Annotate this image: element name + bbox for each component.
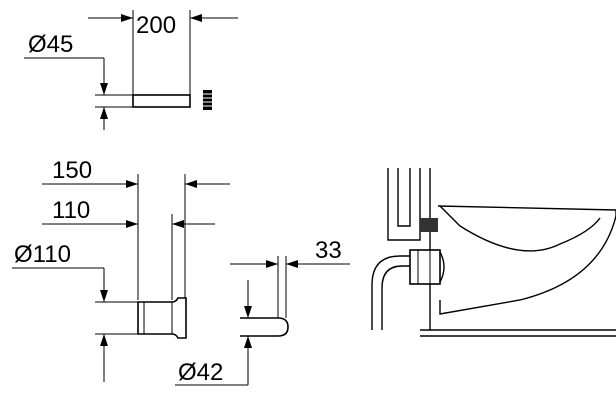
- dim-outer-length: 150: [52, 157, 92, 184]
- insert-group: 33 Ø42: [175, 237, 350, 386]
- pipe-sleeve: [137, 297, 187, 339]
- dim-insert-depth: 33: [315, 237, 342, 264]
- dim-pipe-diameter-large: Ø110: [14, 241, 71, 268]
- pipe-connector: [409, 249, 441, 285]
- drain-insert: [240, 317, 289, 337]
- dim-pipe-diameter-small: Ø45: [28, 31, 73, 58]
- short-pipe: [132, 94, 191, 108]
- dim-inner-length: 110: [52, 197, 90, 224]
- sleeve-group: 150 110 Ø110: [12, 157, 230, 382]
- seal-block: [420, 218, 438, 232]
- toilet-assembly: [371, 168, 616, 337]
- small-pipe-group: 200 Ø45: [24, 10, 238, 130]
- dim-insert-diameter: Ø42: [178, 359, 223, 386]
- threaded-nipple: [203, 90, 212, 110]
- dim-top-length: 200: [136, 12, 176, 39]
